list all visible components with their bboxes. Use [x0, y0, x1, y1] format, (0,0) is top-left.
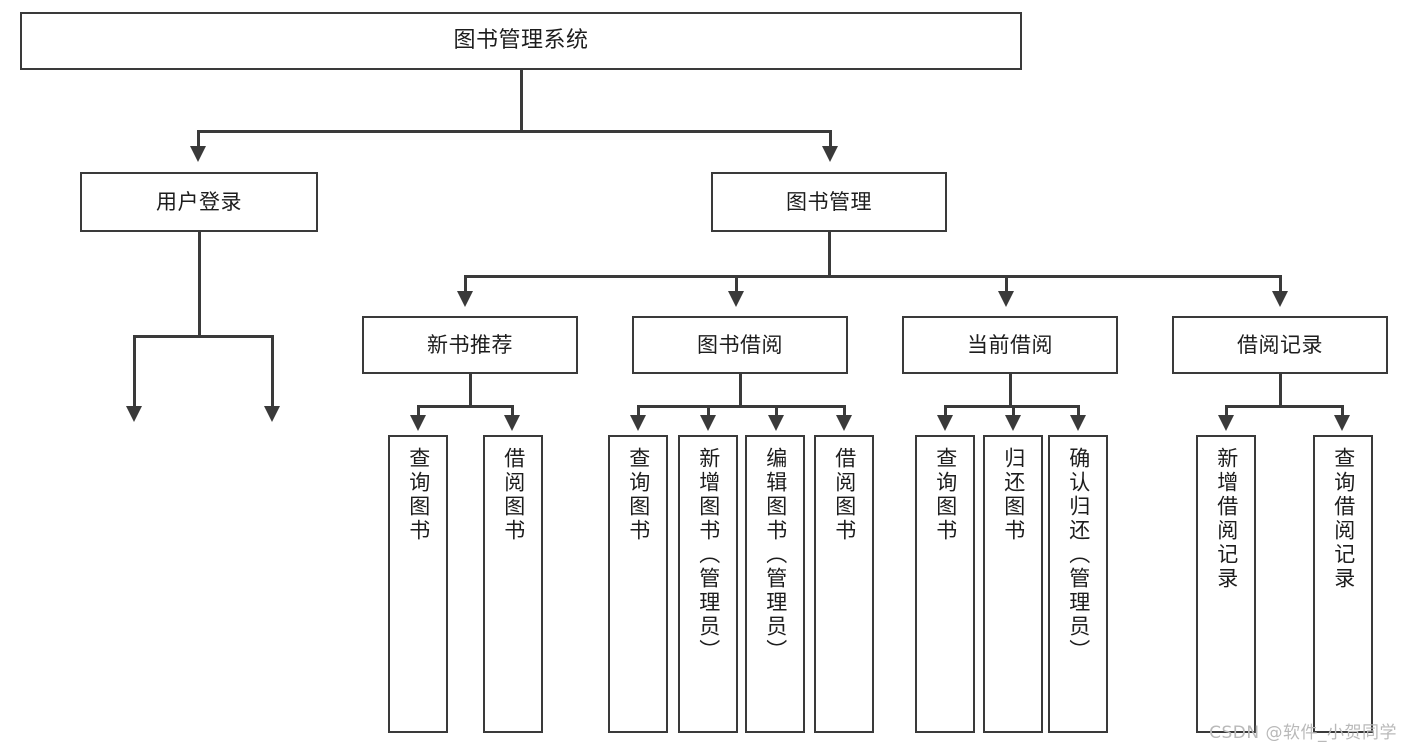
connector-bb-bus [637, 405, 845, 408]
node-book-borrow[interactable]: 图书借阅 [632, 316, 848, 374]
node-book-management[interactable]: 图书管理 [711, 172, 947, 232]
leaf-nbr-query-book[interactable]: 查询图书 [388, 435, 448, 733]
leaf-label: 新增借阅记录 [1214, 447, 1239, 591]
connector-bb-drop-4 [843, 405, 846, 417]
connector-root-stem [520, 70, 523, 132]
leaf-bb-add-book-admin[interactable]: 新增图书（管理员） [678, 435, 738, 733]
node-new-book-recommend[interactable]: 新书推荐 [362, 316, 578, 374]
arrowhead-borrow-record [1272, 291, 1288, 307]
leaf-label: 借阅图书 [832, 447, 857, 543]
arrowhead-book-borrow [728, 291, 744, 307]
arrowhead-bb-leaf-3 [768, 415, 784, 431]
connector-root-drop-left [197, 130, 200, 148]
arrowhead-bb-leaf-4 [836, 415, 852, 431]
leaf-label: 确认归还（管理员） [1066, 447, 1091, 663]
arrowhead-leaf-user-login [126, 406, 142, 422]
node-root-system[interactable]: 图书管理系统 [20, 12, 1022, 70]
connector-bm-drop-3 [1005, 275, 1008, 293]
arrowhead-br-leaf-1 [1218, 415, 1234, 431]
connector-bb-drop-3 [775, 405, 778, 417]
connector-book-manage-stem [828, 232, 831, 277]
leaf-nbr-borrow-book[interactable]: 借阅图书 [483, 435, 543, 733]
arrowhead-nbr-leaf-1 [410, 415, 426, 431]
arrowhead-cb-leaf-1 [937, 415, 953, 431]
arrowhead-bb-leaf-1 [630, 415, 646, 431]
connector-cb-bus [944, 405, 1079, 408]
leaf-label: 查询图书 [933, 447, 958, 543]
leaf-bb-query-book[interactable]: 查询图书 [608, 435, 668, 733]
connector-bm-drop-2 [735, 275, 738, 293]
arrowhead-leaf-logout [264, 406, 280, 422]
leaf-label: 查询图书 [626, 447, 651, 543]
leaf-bb-edit-book-admin[interactable]: 编辑图书（管理员） [745, 435, 805, 733]
connector-root-bus [197, 130, 832, 133]
node-current-borrow[interactable]: 当前借阅 [902, 316, 1118, 374]
arrowhead-nbr-leaf-2 [504, 415, 520, 431]
connector-br-stem [1279, 374, 1282, 407]
connector-cb-stem [1009, 374, 1012, 407]
connector-nbr-drop-2 [511, 405, 514, 417]
connector-user-login-stem [198, 232, 201, 337]
arrowhead-bb-leaf-2 [700, 415, 716, 431]
leaf-label: 查询借阅记录 [1331, 447, 1356, 591]
arrowhead-book-manage [822, 146, 838, 162]
connector-bb-stem [739, 374, 742, 407]
leaf-label: 新增图书（管理员） [696, 447, 721, 663]
leaf-cb-confirm-return-admin[interactable]: 确认归还（管理员） [1048, 435, 1108, 733]
connector-book-manage-bus [464, 275, 1281, 278]
connector-cb-drop-1 [944, 405, 947, 417]
connector-nbr-bus [417, 405, 513, 408]
leaf-label: 归还图书 [1001, 447, 1026, 543]
connector-bb-drop-2 [707, 405, 710, 417]
arrowhead-new-book-rec [457, 291, 473, 307]
connector-nbr-stem [469, 374, 472, 407]
arrowhead-cb-leaf-2 [1005, 415, 1021, 431]
connector-cb-drop-2 [1012, 405, 1015, 417]
connector-br-bus [1225, 405, 1343, 408]
connector-user-login-bus [133, 335, 273, 338]
arrowhead-user-login [190, 146, 206, 162]
leaf-cb-query-book[interactable]: 查询图书 [915, 435, 975, 733]
connector-br-drop-1 [1225, 405, 1228, 417]
connector-br-drop-2 [1341, 405, 1344, 417]
connector-bb-drop-1 [637, 405, 640, 417]
connector-root-drop-right [829, 130, 832, 148]
leaf-label: 编辑图书（管理员） [763, 447, 788, 663]
connector-bm-drop-4 [1279, 275, 1282, 293]
leaf-cb-return-book[interactable]: 归还图书 [983, 435, 1043, 733]
leaf-label: 查询图书 [406, 447, 431, 543]
leaf-br-query-record[interactable]: 查询借阅记录 [1313, 435, 1373, 733]
arrowhead-cb-leaf-3 [1070, 415, 1086, 431]
connector-cb-drop-3 [1077, 405, 1080, 417]
connector-user-login-drop-2 [271, 335, 274, 408]
arrowhead-br-leaf-2 [1334, 415, 1350, 431]
leaf-bb-borrow-book[interactable]: 借阅图书 [814, 435, 874, 733]
leaf-br-add-record[interactable]: 新增借阅记录 [1196, 435, 1256, 733]
node-user-login[interactable]: 用户登录 [80, 172, 318, 232]
connector-user-login-drop-1 [133, 335, 136, 408]
connector-bm-drop-1 [464, 275, 467, 293]
connector-nbr-drop-1 [417, 405, 420, 417]
node-borrow-record[interactable]: 借阅记录 [1172, 316, 1388, 374]
arrowhead-current-borrow [998, 291, 1014, 307]
leaf-label: 借阅图书 [501, 447, 526, 543]
